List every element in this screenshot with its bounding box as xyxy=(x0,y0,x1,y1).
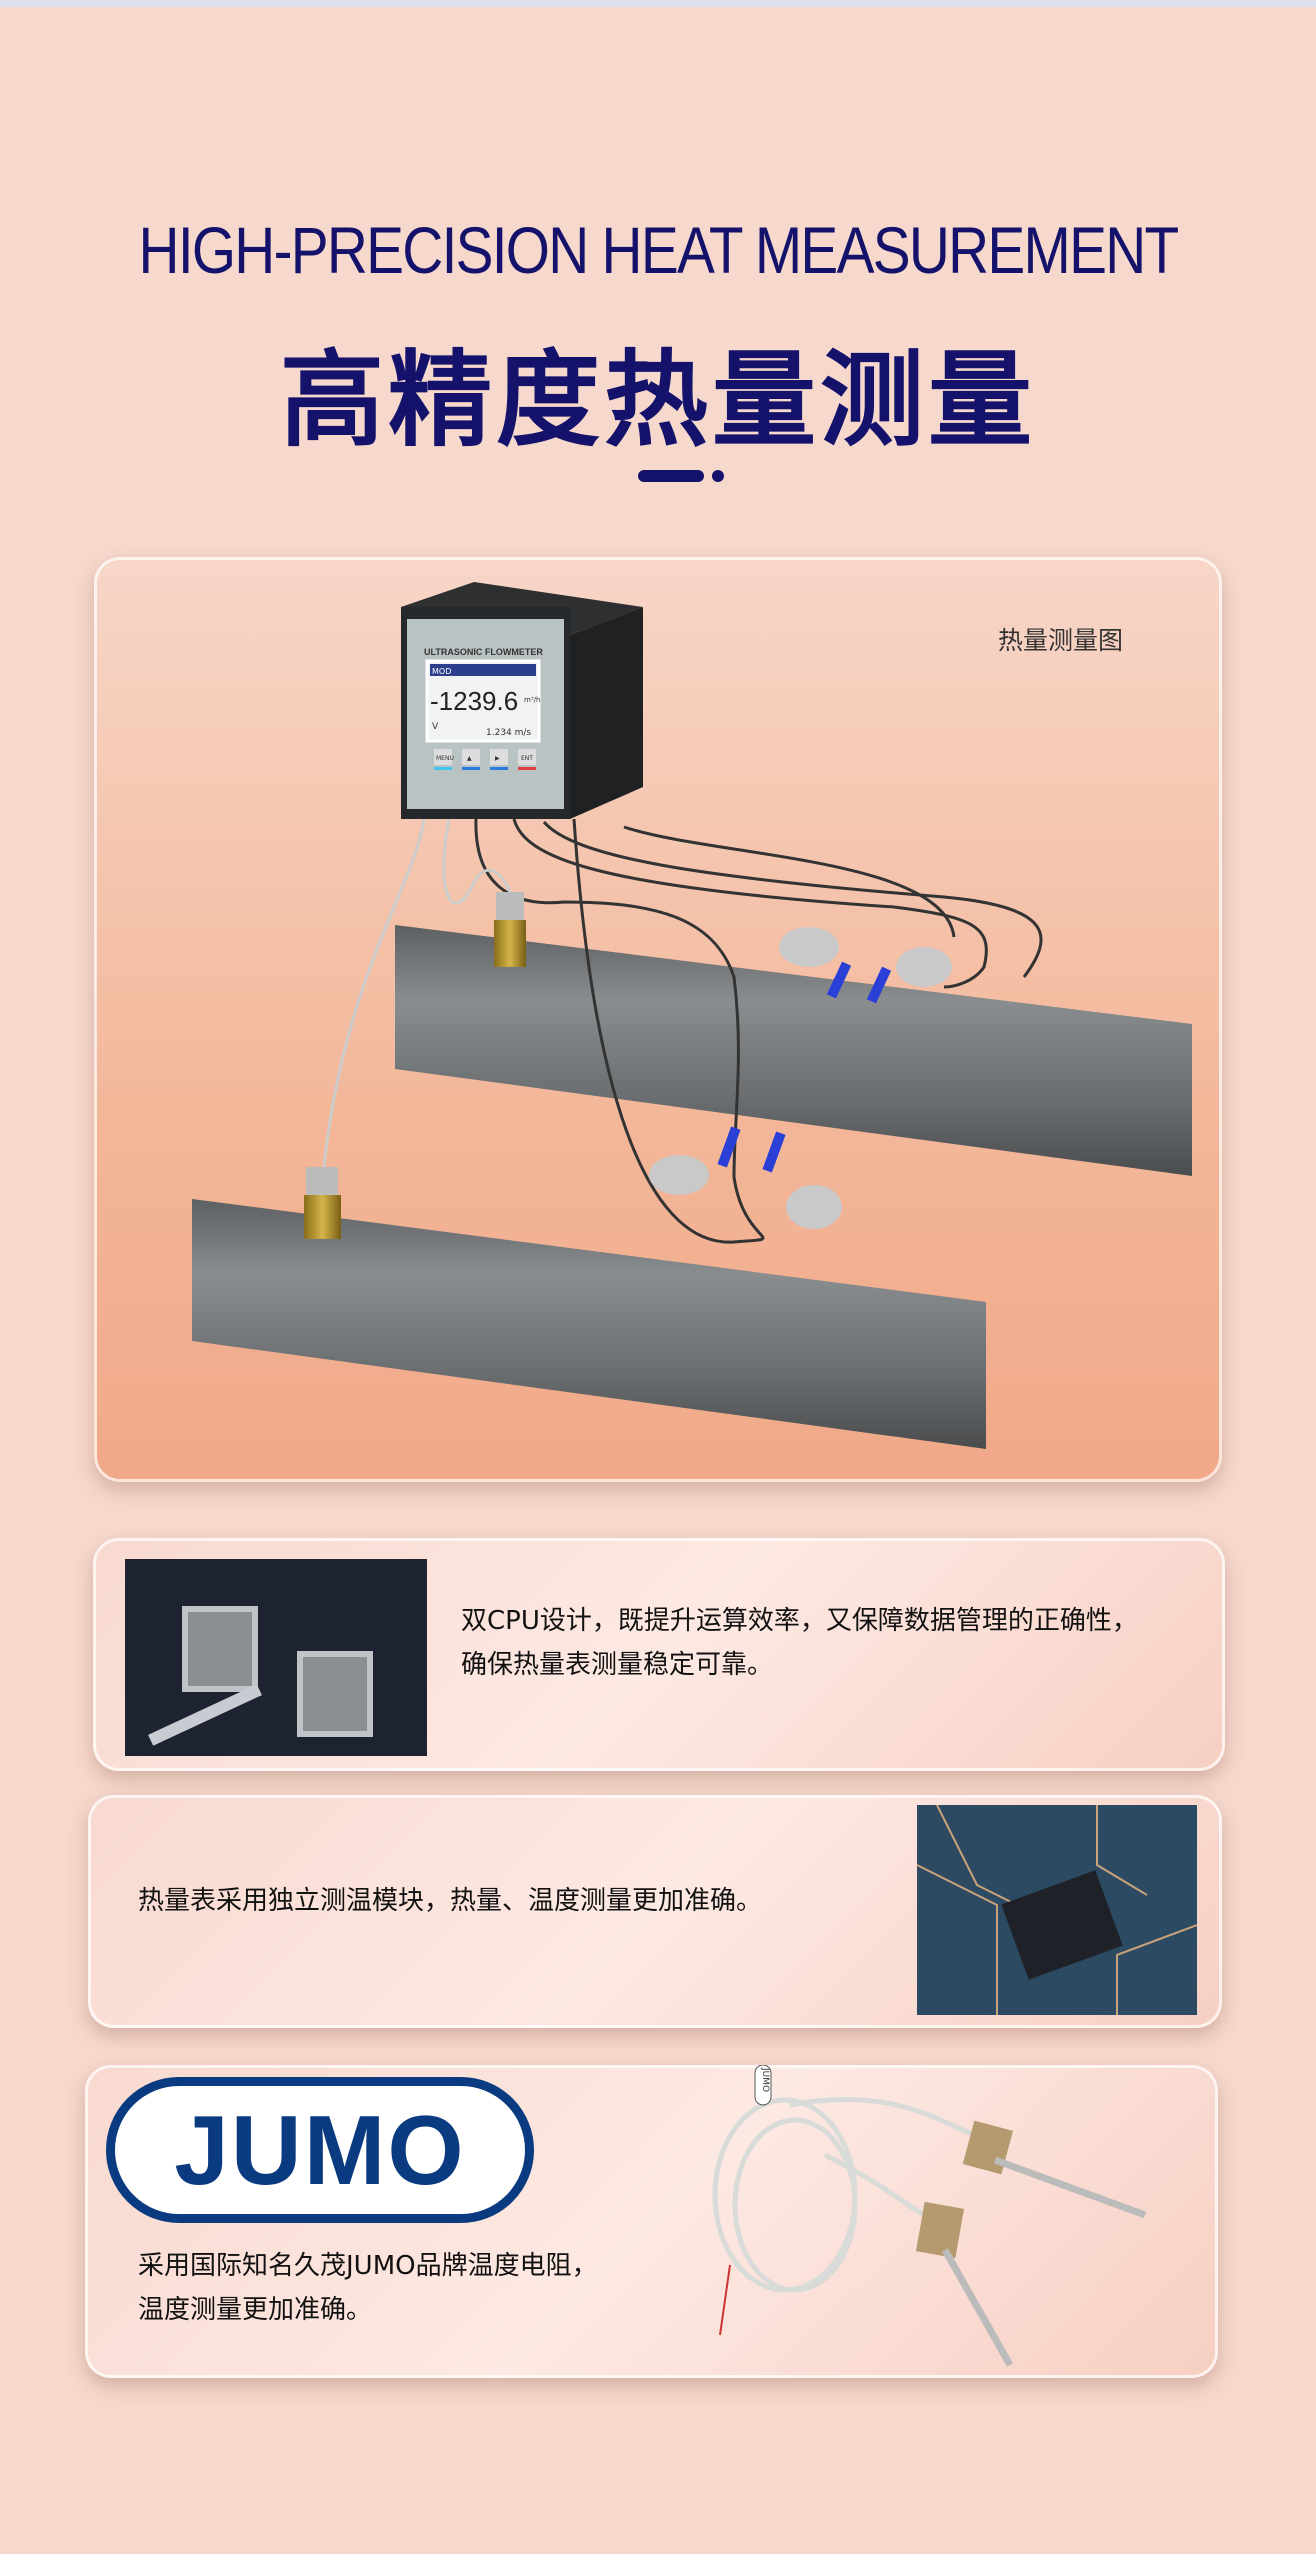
diagram-caption: 热量测量图 xyxy=(998,626,1124,655)
temperature-sensors-image: JUMO xyxy=(712,2065,1147,2367)
feature-text-line: 采用国际知名久茂JUMO品牌温度电阻， xyxy=(138,2251,598,2281)
heat-measurement-diagram: ULTRASONIC FLOWMETER MOD -1239.6 m³/h V … xyxy=(94,557,1222,1482)
jumo-logo: JUMO xyxy=(106,2077,534,2223)
lower-transducers xyxy=(649,1126,842,1229)
feature-card-jumo-sensor: JUMO 采用国际知名久茂JUMO品牌温度电阻， 温度测量更加准确。 JUMO xyxy=(85,2065,1218,2378)
meter-button-right: ▶ xyxy=(495,755,500,762)
meter-button-up: ▲ xyxy=(467,755,472,762)
feature-card-dual-cpu: 双CPU设计，既提升运算效率，又保障数据管理的正确性， 确保热量表测量稳定可靠。 xyxy=(93,1538,1225,1771)
flowmeter: ULTRASONIC FLOWMETER MOD -1239.6 m³/h V … xyxy=(401,582,643,819)
feature-text-line: 确保热量表测量稳定可靠。 xyxy=(461,1650,774,1680)
meter-velocity: 1.234 m/s xyxy=(486,728,531,738)
upper-pipe xyxy=(395,925,1192,1176)
feature-text-line: 热量表采用独立测温模块，热量、温度测量更加准确。 xyxy=(138,1886,763,1916)
meter-mode: MOD xyxy=(432,667,451,676)
feature-text-line: 温度测量更加准确。 xyxy=(138,2295,373,2325)
jumo-logo-text: JUMO xyxy=(174,2094,466,2205)
feature-card-temp-module: 热量表采用独立测温模块，热量、温度测量更加准确。 xyxy=(88,1795,1222,2028)
meter-unit: m³/h xyxy=(524,696,540,704)
upper-brass-sensor xyxy=(494,892,526,967)
upper-transducers xyxy=(779,927,952,1004)
meter-brand: ULTRASONIC FLOWMETER xyxy=(424,647,543,657)
lower-brass-sensor xyxy=(304,1167,341,1239)
sensor-tag: JUMO xyxy=(760,2067,770,2092)
lower-pipe xyxy=(192,1199,986,1449)
feature-text-line: 双CPU设计，既提升运算效率，又保障数据管理的正确性， xyxy=(461,1606,1138,1636)
top-strip xyxy=(0,0,1316,7)
meter-button-menu: MENU xyxy=(436,755,454,762)
meter-button-ent: ENT xyxy=(521,755,533,762)
meter-reading: -1239.6 xyxy=(430,686,518,716)
circuit-chip-image xyxy=(917,1805,1197,2015)
meter-velocity-label: V xyxy=(432,722,439,732)
page-title-cn: 高精度热量测量 xyxy=(279,339,1036,461)
sensor-cables xyxy=(322,818,512,1168)
diagram-illustration: ULTRASONIC FLOWMETER MOD -1239.6 m³/h V … xyxy=(192,582,1192,1449)
page-title-en: HIGH-PRECISION HEAT MEASUREMENT xyxy=(138,213,1180,287)
dual-cpu-motherboard-image xyxy=(125,1559,427,1756)
